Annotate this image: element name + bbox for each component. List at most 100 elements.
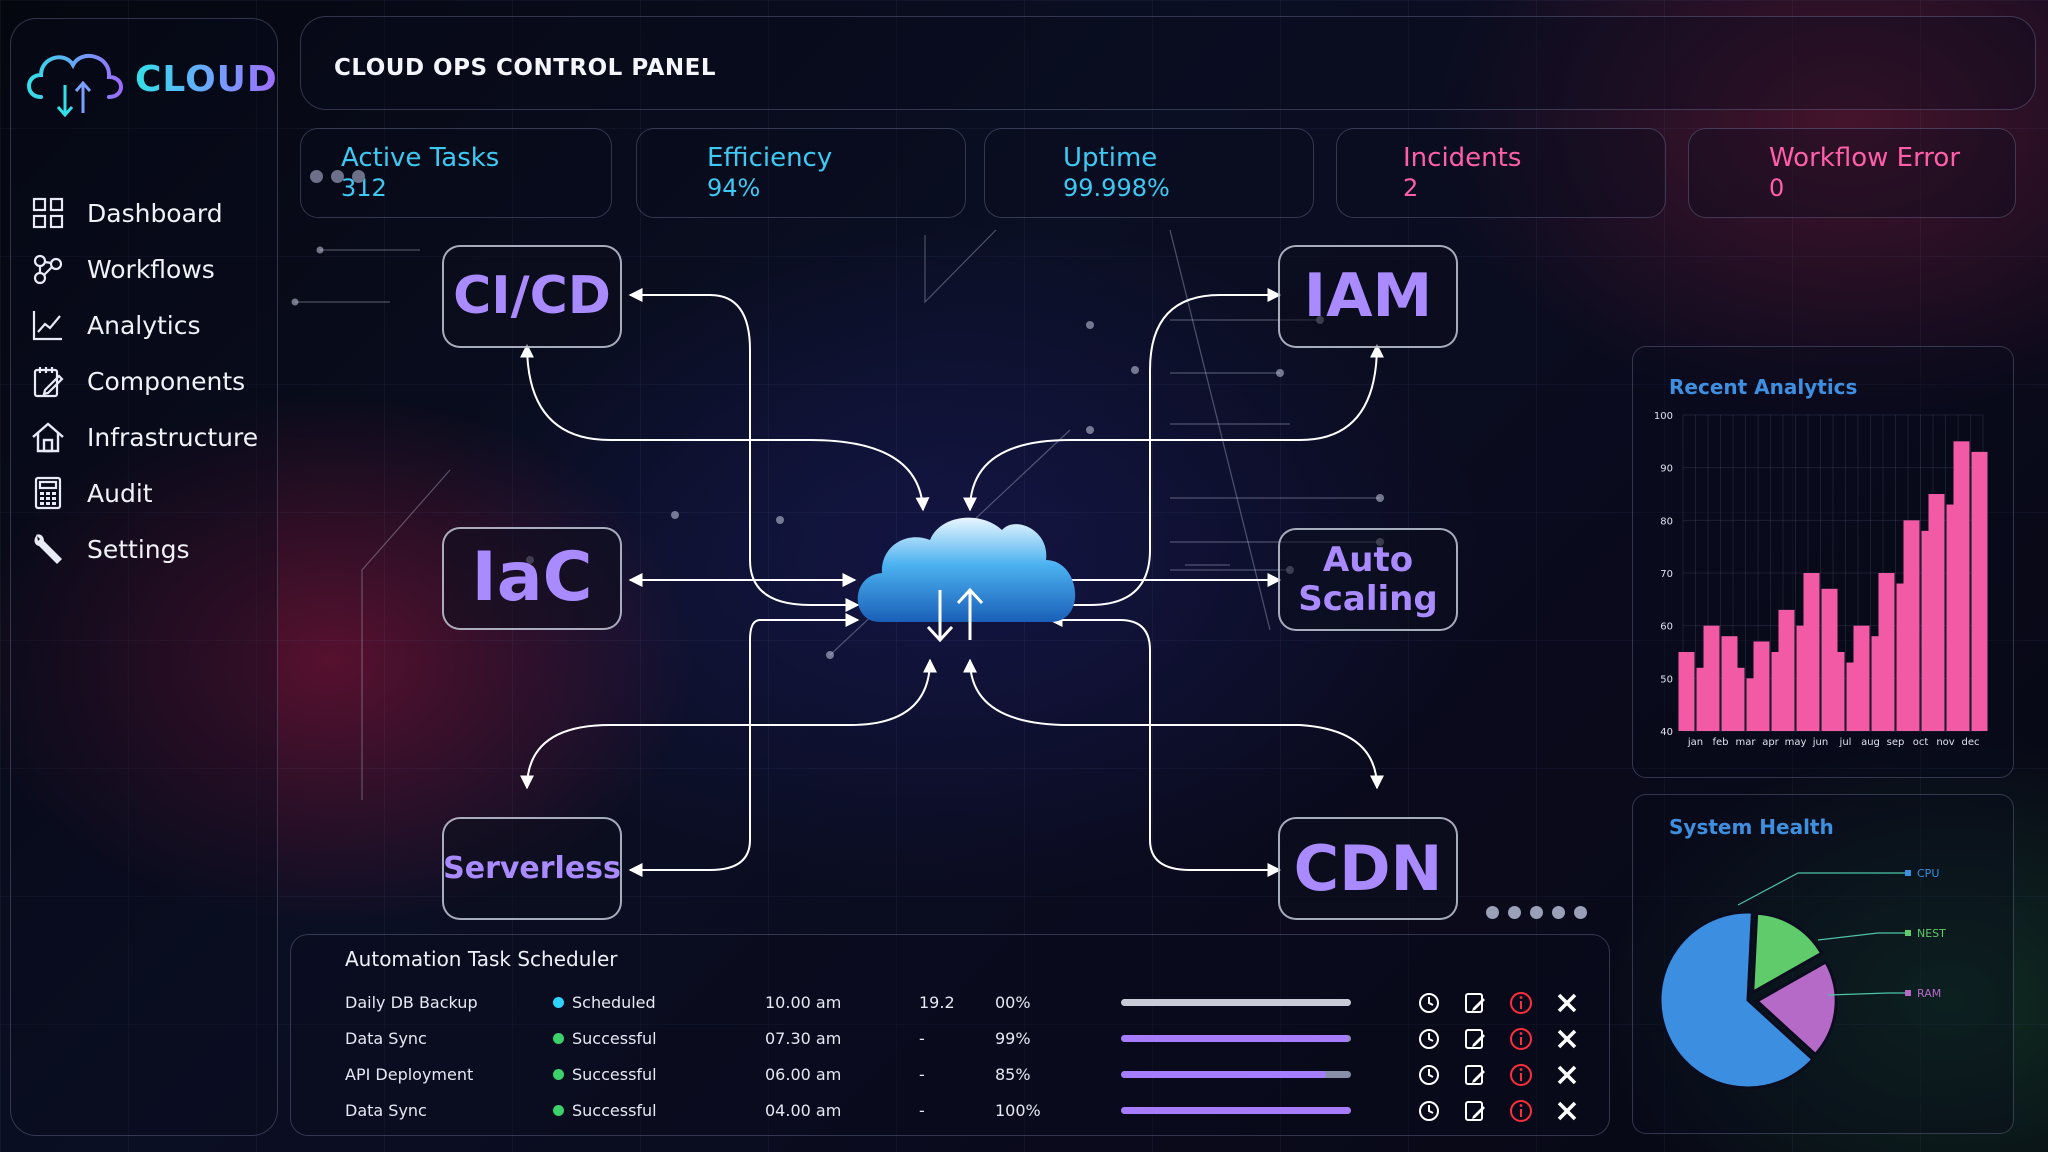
status-text: Scheduled — [572, 993, 656, 1012]
clock-icon[interactable] — [1417, 1099, 1441, 1123]
clock-icon[interactable] — [1417, 991, 1441, 1015]
y-tick-label: 90 — [1660, 464, 1673, 475]
x-tick-label: jan — [1687, 737, 1703, 748]
y-tick-label: 50 — [1660, 674, 1673, 685]
bar — [1853, 625, 1870, 731]
legend-marker — [1905, 930, 1911, 936]
table-row[interactable]: Data Sync Successful 07.30 am - 99% — [291, 1025, 1609, 1055]
status-dot — [553, 997, 564, 1008]
service-diagram: CI/CD IAM IaC Auto Scaling Serverless CD… — [290, 230, 1490, 930]
node-auto-scaling[interactable]: Auto Scaling — [1278, 528, 1458, 631]
task-value: - — [919, 1065, 925, 1084]
components-icon — [33, 367, 64, 398]
x-tick-label: nov — [1936, 737, 1954, 748]
sidebar-item-components[interactable]: Components — [31, 353, 258, 409]
legend-leader-line — [1737, 872, 1908, 906]
task-value: 19.2 — [919, 993, 955, 1012]
task-percent: 85% — [995, 1065, 1031, 1084]
logo-text: CLOUD — [135, 58, 278, 100]
close-icon[interactable] — [1555, 1027, 1579, 1051]
kpi-value: 2 — [1403, 174, 1419, 202]
dashboard-icon — [32, 197, 64, 229]
task-name: Daily DB Backup — [345, 993, 478, 1012]
kpi-value: 0 — [1769, 174, 1785, 202]
status-badge: Scheduled — [553, 993, 656, 1012]
row-actions — [1417, 1099, 1579, 1123]
task-percent: 00% — [995, 993, 1031, 1012]
kpi-label: Active Tasks — [341, 143, 500, 173]
sidebar-item-label: Infrastructure — [87, 422, 259, 452]
wrench-icon — [34, 534, 62, 564]
table-row[interactable]: Data Sync Successful 04.00 am - 100% — [291, 1097, 1609, 1127]
sidebar-nav: Dashboard Workflows Analytics Components… — [31, 185, 258, 577]
row-actions — [1417, 1063, 1579, 1087]
edit-icon[interactable] — [1463, 991, 1487, 1015]
sidebar-item-infrastructure[interactable]: Infrastructure — [31, 409, 258, 465]
x-tick-label: mar — [1736, 737, 1757, 748]
progress-fill — [1121, 1035, 1349, 1042]
bar — [1878, 573, 1895, 731]
close-icon[interactable] — [1555, 1099, 1579, 1123]
carousel-dots — [310, 170, 365, 183]
task-time: 04.00 am — [765, 1101, 842, 1120]
info-icon[interactable] — [1509, 1099, 1533, 1123]
legend-leader-line — [1817, 932, 1908, 941]
x-tick-label: dec — [1962, 737, 1980, 748]
sidebar-item-analytics[interactable]: Analytics — [31, 297, 258, 353]
node-cdn[interactable]: CDN — [1278, 817, 1458, 920]
close-icon[interactable] — [1555, 1063, 1579, 1087]
kpi-incidents[interactable]: Incidents 2 — [1336, 128, 1666, 218]
status-dot — [553, 1033, 564, 1044]
sidebar-item-settings[interactable]: Settings — [31, 521, 258, 577]
bar — [1903, 520, 1920, 731]
logo[interactable]: CLOUD — [21, 39, 278, 119]
x-tick-label: oct — [1913, 737, 1929, 748]
bar — [1803, 573, 1820, 731]
clock-icon[interactable] — [1417, 1063, 1441, 1087]
node-iac[interactable]: IaC — [442, 527, 622, 630]
info-icon[interactable] — [1509, 1063, 1533, 1087]
page-title: CLOUD OPS CONTROL PANEL — [334, 55, 716, 81]
progress-fill — [1121, 999, 1351, 1006]
node-serverless[interactable]: Serverless — [442, 817, 622, 920]
progress-fill — [1121, 1071, 1326, 1078]
edit-icon[interactable] — [1463, 1063, 1487, 1087]
kpi-uptime[interactable]: Uptime 99.998% — [984, 128, 1314, 218]
node-iam[interactable]: IAM — [1278, 245, 1458, 348]
table-row[interactable]: API Deployment Successful 06.00 am - 85% — [291, 1061, 1609, 1091]
kpi-label: Uptime — [1063, 143, 1158, 173]
y-tick-label: 100 — [1654, 411, 1673, 422]
kpi-workflow-error[interactable]: Workflow Error 0 — [1688, 128, 2016, 218]
kpi-efficiency[interactable]: Efficiency 94% — [636, 128, 966, 218]
row-actions — [1417, 991, 1579, 1015]
workflows-icon — [33, 254, 63, 285]
bar — [1703, 625, 1720, 731]
kpi-label: Workflow Error — [1769, 143, 1961, 173]
calculator-icon — [34, 476, 62, 510]
y-tick-label: 60 — [1660, 622, 1673, 633]
header-bar: CLOUD OPS CONTROL PANEL — [300, 16, 2036, 110]
edit-icon[interactable] — [1463, 1027, 1487, 1051]
x-tick-label: jul — [1839, 737, 1852, 748]
bar — [1778, 609, 1795, 731]
close-icon[interactable] — [1555, 991, 1579, 1015]
pagination-dots — [1486, 906, 1587, 919]
status-badge: Successful — [553, 1101, 657, 1120]
sidebar-item-audit[interactable]: Audit — [31, 465, 258, 521]
edit-icon[interactable] — [1463, 1099, 1487, 1123]
y-tick-label: 70 — [1660, 569, 1673, 580]
table-row[interactable]: Daily DB Backup Scheduled 10.00 am 19.2 … — [291, 989, 1609, 1019]
analytics-icon — [32, 311, 62, 341]
node-cicd[interactable]: CI/CD — [442, 245, 622, 348]
y-tick-label: 80 — [1660, 516, 1673, 527]
cloud-logo-icon — [27, 54, 123, 118]
info-icon[interactable] — [1509, 1027, 1533, 1051]
clock-icon[interactable] — [1417, 1027, 1441, 1051]
info-icon[interactable] — [1509, 991, 1533, 1015]
sidebar-item-workflows[interactable]: Workflows — [31, 241, 258, 297]
status-dot — [553, 1069, 564, 1080]
sidebar-item-dashboard[interactable]: Dashboard — [31, 185, 258, 241]
sidebar-item-label: Analytics — [87, 310, 201, 340]
